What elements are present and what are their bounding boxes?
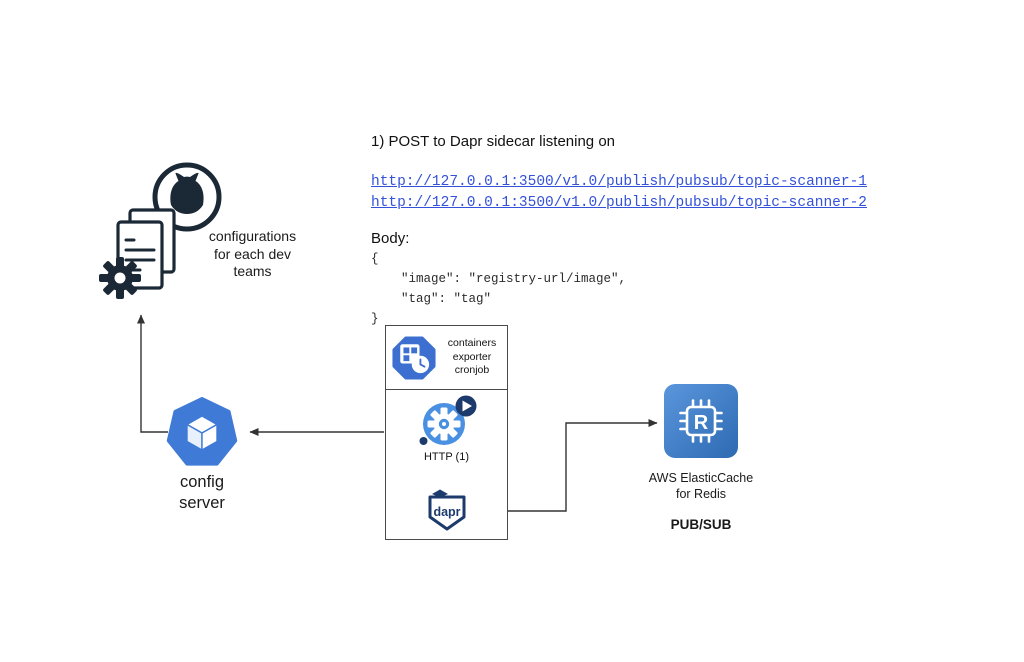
publish-url-topic-scanner-2[interactable]: http://127.0.0.1:3500/v1.0/publish/pubsu…: [371, 195, 867, 211]
step1-text: 1) POST to Dapr sidecar listening on: [371, 133, 616, 150]
dapr-logo: dapr: [428, 489, 465, 531]
elasticache-icon: R: [664, 384, 738, 458]
dapr-hat-icon: [431, 489, 448, 498]
config-server-icon: [166, 397, 238, 466]
pubsub-label: PUB/SUB: [670, 517, 732, 532]
cronjob-box-header: containers exporter cronjob: [386, 326, 507, 390]
elasticache-chip-letter: R: [694, 412, 709, 434]
scanner-app-icon: [419, 395, 476, 445]
http-step-label: HTTP (1): [423, 451, 470, 463]
request-body-code: { "image": "registry-url/image", "tag": …: [371, 252, 627, 326]
body-label: Body:: [371, 230, 410, 247]
containers-exporter-icon: [392, 335, 436, 380]
cronjob-box-body: HTTP (1) dapr: [386, 390, 507, 539]
gear-icon: [99, 257, 141, 299]
cronjob-box-label: containers exporter cronjob: [447, 337, 497, 377]
dapr-logo-text: dapr: [433, 505, 460, 519]
elasticache-label: AWS ElasticCache for Redis: [648, 471, 754, 501]
publish-url-topic-scanner-1[interactable]: http://127.0.0.1:3500/v1.0/publish/pubsu…: [371, 174, 867, 190]
cronjob-box: containers exporter cronjob: [385, 325, 508, 540]
config-server-label: config server: [179, 473, 225, 512]
chip-pins: [679, 399, 723, 443]
github-configs-label: configurations for each dev teams: [208, 228, 297, 279]
